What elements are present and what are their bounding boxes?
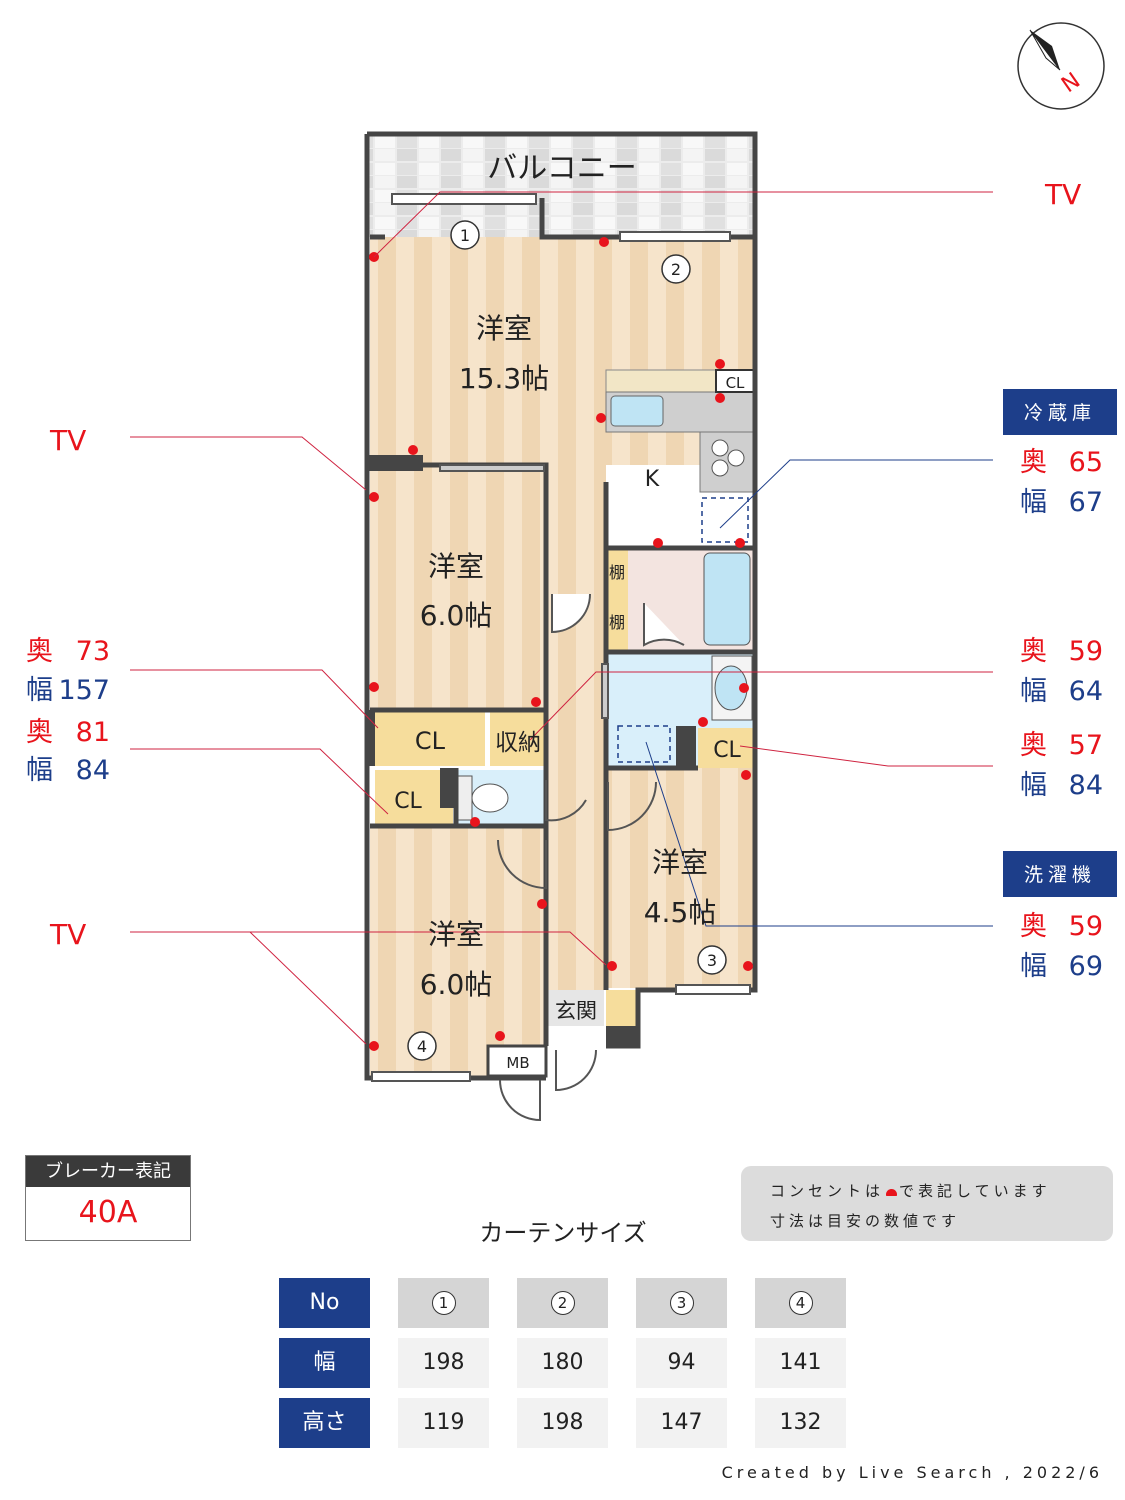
curtain-height-2: 198	[517, 1398, 608, 1448]
curtain-no-4-text: 4	[788, 1291, 813, 1315]
balcony-area	[367, 134, 755, 237]
window-number-1: 1	[460, 226, 470, 245]
clw-depth-key: 奥	[1020, 730, 1047, 761]
window-number-4: 4	[417, 1037, 427, 1056]
washer-depth-value: 59	[1069, 911, 1103, 942]
ldk-label: 洋室	[476, 312, 532, 345]
clsmall-width-key: 幅	[26, 755, 53, 786]
note-line-1: コンセントはで表記しています	[770, 1180, 1051, 1201]
washer-depth-key: 奥	[1020, 911, 1047, 942]
clmain-depth-key: 奥	[26, 636, 53, 667]
clsmall-depth-value: 81	[76, 717, 110, 748]
clw-width-value: 84	[1069, 770, 1103, 801]
note-line-1-after: で表記しています	[899, 1182, 1051, 1200]
kitchen-label: K	[645, 467, 660, 492]
window-number-3: 3	[707, 951, 717, 970]
fridge-width-key: 幅	[1020, 487, 1047, 518]
curtain-height-4: 132	[755, 1398, 846, 1448]
curtain-header-no: No	[279, 1278, 370, 1328]
curtain-no-4: 4	[755, 1278, 846, 1328]
tv-callout-top: TV	[1044, 178, 1081, 211]
floor-plan: N バルコニー	[26, 22, 1117, 1122]
curtain-header-width: 幅	[279, 1338, 370, 1388]
curtain-no-3-text: 3	[669, 1291, 694, 1315]
curtain-width-3: 94	[636, 1338, 727, 1388]
clmain-depth-value: 73	[76, 636, 110, 667]
ldk-size: 15.3帖	[459, 362, 549, 395]
curtain-width-4: 141	[755, 1338, 846, 1388]
credit-line: Created by Live Search , 2022/6	[721, 1463, 1103, 1482]
curtain-width-2: 180	[517, 1338, 608, 1388]
clmain-width-value: 157	[58, 675, 110, 706]
washer-width-value: 69	[1069, 951, 1103, 982]
tv-callout-left1: TV	[49, 424, 86, 457]
storage-width-key: 幅	[1020, 676, 1047, 707]
mb-label: MB	[506, 1054, 529, 1072]
clmain-width-key: 幅	[26, 675, 53, 706]
breaker-value: 40A	[78, 1195, 138, 1230]
room-b-label: 洋室	[428, 918, 484, 951]
storage-depth-value: 59	[1069, 636, 1103, 667]
compass-north-icon: N	[1017, 22, 1105, 110]
shelf-2-label: 棚	[609, 613, 625, 632]
note-line-1-before: コンセントは	[770, 1182, 885, 1200]
fridge-depth-key: 奥	[1020, 447, 1047, 478]
curtain-width-1: 198	[398, 1338, 489, 1388]
curtain-no-3: 3	[636, 1278, 727, 1328]
storage-depth-key: 奥	[1020, 636, 1047, 667]
legend-note: コンセントはで表記しています 寸法は目安の数値です	[741, 1166, 1113, 1241]
outlet-icon	[886, 1189, 898, 1196]
washer-width-key: 幅	[1020, 951, 1047, 982]
clw-width-key: 幅	[1020, 770, 1047, 801]
room-a-size: 6.0帖	[420, 599, 493, 632]
curtain-height-3: 147	[636, 1398, 727, 1448]
cl-small-label: CL	[394, 789, 422, 814]
curtain-title: カーテンサイズ	[479, 1219, 647, 1247]
note-line-2: 寸法は目安の数値です	[770, 1212, 961, 1230]
curtain-no-1-text: 1	[431, 1291, 456, 1315]
breaker-label: ブレーカー表記	[26, 1156, 190, 1187]
room-c-label: 洋室	[652, 846, 708, 879]
window-number-2: 2	[671, 260, 681, 279]
clw-depth-value: 57	[1069, 730, 1103, 761]
storage-label: 収納	[495, 730, 541, 756]
shelf-1-label: 棚	[609, 563, 625, 582]
room-b-size: 6.0帖	[420, 968, 493, 1001]
room-c-size: 4.5帖	[644, 896, 717, 929]
cl-main-label: CL	[415, 727, 446, 755]
room-a-label: 洋室	[428, 550, 484, 583]
curtain-no-1: 1	[398, 1278, 489, 1328]
curtain-header-height: 高さ	[279, 1398, 370, 1448]
clsmall-depth-key: 奥	[26, 717, 53, 748]
cl-wash-label: CL	[713, 738, 741, 763]
curtain-no-2-text: 2	[550, 1291, 575, 1315]
washer-label: 洗濯機	[1024, 864, 1096, 886]
clsmall-width-value: 84	[76, 755, 110, 786]
tv-callout-left2: TV	[49, 918, 86, 951]
fridge-depth-value: 65	[1069, 447, 1103, 478]
cl-kitchen-label: CL	[726, 374, 745, 392]
breaker-box: ブレーカー表記 40A	[25, 1155, 191, 1241]
balcony-label: バルコニー	[487, 151, 636, 186]
fridge-width-value: 67	[1069, 487, 1103, 518]
storage-width-value: 64	[1069, 676, 1103, 707]
entrance-label: 玄関	[555, 999, 597, 1023]
outlet-markers	[369, 237, 753, 1051]
fridge-label: 冷蔵庫	[1024, 402, 1096, 424]
curtain-no-2: 2	[517, 1278, 608, 1328]
curtain-height-1: 119	[398, 1398, 489, 1448]
